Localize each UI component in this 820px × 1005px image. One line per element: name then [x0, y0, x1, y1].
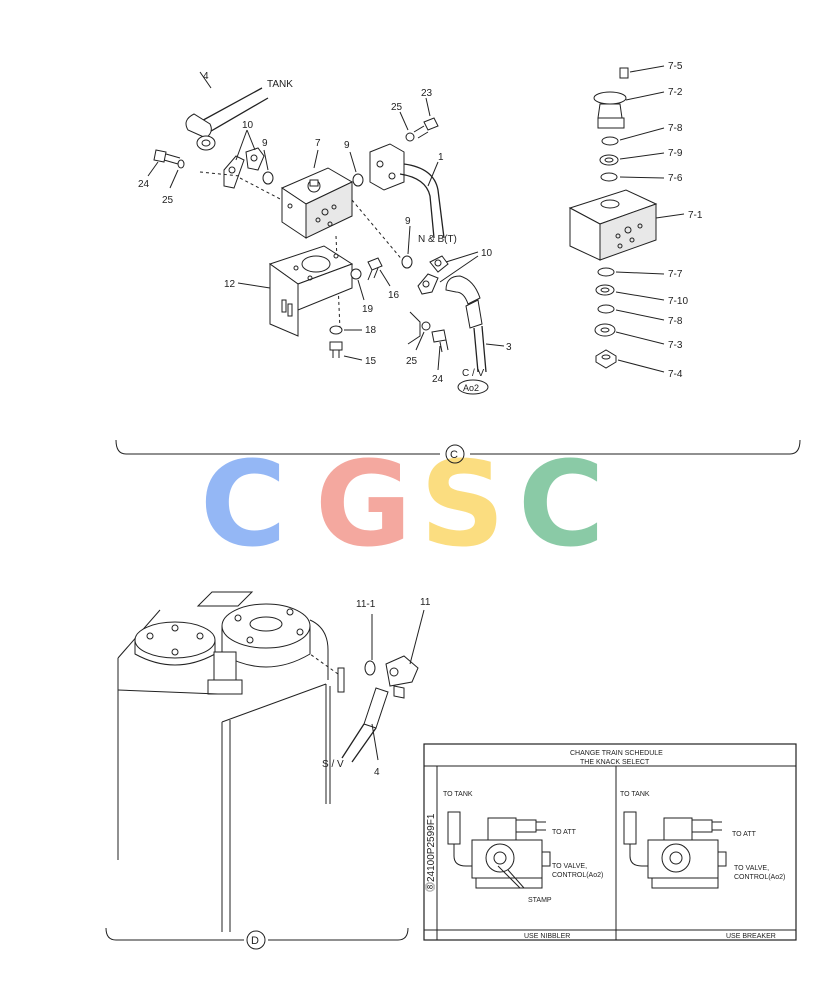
label-part-7: 7 [315, 138, 321, 149]
section-c-marker: C [450, 449, 458, 461]
label-part-4-lower: 4 [374, 767, 380, 778]
watermark-letter-c2: C [518, 435, 605, 573]
watermark-letter-g: G [315, 435, 412, 573]
o-ring-11-1 [364, 660, 376, 676]
section-d-marker: D [251, 935, 259, 947]
section-d-marker-circle [246, 930, 266, 950]
label-part-7-8-lower: 7-8 [668, 316, 683, 327]
label-part-7-9: 7-9 [668, 148, 683, 159]
label-tank: TANK [267, 79, 293, 90]
label-part-3: 3 [506, 342, 512, 353]
label-part-18: 18 [365, 325, 377, 336]
bolt-23-top [399, 97, 439, 142]
label-n-and-b: N & B(T) [418, 234, 457, 245]
valve-block-7 [280, 149, 354, 239]
ao2-oval [457, 379, 489, 395]
inset-right-footer: USE BREAKER [726, 933, 776, 940]
flange-halves-10-left [223, 129, 265, 189]
bolt-15 [329, 341, 363, 361]
section-c-assembly: 4 TANK 10 24 25 9 [115, 61, 801, 464]
inset-right-to-tank: TO TANK [620, 791, 650, 798]
label-part-7-4: 7-4 [668, 369, 683, 380]
bolt-24-left [147, 149, 185, 189]
inset-left-control: CONTROL(Ao2) [552, 872, 603, 879]
label-part-16: 16 [388, 290, 400, 301]
label-part-24-left: 24 [138, 179, 150, 190]
washer-18 [329, 325, 343, 335]
watermark: C G S C [200, 435, 605, 573]
label-part-7-8-upper: 7-8 [668, 123, 683, 134]
inset-right-to-valve: TO VALVE, [734, 865, 769, 872]
elbow-fitting-11 [385, 609, 425, 699]
washer-19 [350, 268, 362, 280]
section-c-bracket [115, 439, 801, 455]
label-part-4: 4 [203, 71, 209, 82]
inset-right-control: CONTROL(Ao2) [734, 874, 785, 881]
o-ring-9-lower [401, 255, 413, 269]
hose-4-sv [341, 687, 389, 763]
section-d-bracket [105, 927, 409, 941]
label-part-12: 12 [224, 279, 236, 290]
pipe-1-fitting [369, 143, 445, 239]
o-ring-9-left [262, 171, 274, 185]
label-part-9-left: 9 [262, 138, 268, 149]
valve-7-exploded-stack [568, 65, 685, 373]
label-part-19: 19 [362, 304, 374, 315]
inset-left-to-valve: TO VALVE, [552, 863, 587, 870]
label-part-7-10: 7-10 [668, 296, 688, 307]
inset-left-to-att: TO ATT [552, 829, 577, 836]
inset-left-to-tank: TO TANK [443, 791, 473, 798]
label-part-9-lower: 9 [405, 216, 411, 227]
label-cv: C / V [462, 368, 485, 379]
label-part-7-6: 7-6 [668, 173, 683, 184]
label-part-15: 15 [365, 356, 377, 367]
inset-right-panel: TO TANK TO ATT TO VALVE, CONTROL(Ao2) US… [620, 791, 785, 940]
label-ao2: Ao2 [463, 383, 479, 393]
inset-right-to-att: TO ATT [732, 831, 757, 838]
label-part-7-7: 7-7 [668, 269, 683, 280]
label-part-24-lower: 24 [432, 374, 444, 385]
inset-title-line1: CHANGE TRAIN SCHEDULE [570, 750, 663, 757]
label-part-10-right: 10 [481, 248, 493, 259]
o-ring-9-mid [352, 173, 364, 187]
washer-25-lower [421, 321, 431, 331]
section-c-marker-circle [445, 444, 465, 464]
bracket-12 [237, 245, 354, 337]
label-part-9-mid: 9 [344, 140, 350, 151]
bolt-16 [367, 257, 391, 287]
label-sv: S / V [322, 759, 344, 770]
inset-title-line2: THE KNACK SELECT [580, 759, 650, 766]
watermark-letter-c1: C [200, 435, 287, 573]
label-part-1: 1 [438, 152, 444, 163]
inset-side-code: ⓼24100P2599F1 [425, 813, 437, 892]
label-part-7-1: 7-1 [688, 210, 703, 221]
label-part-25-top: 25 [391, 102, 403, 113]
label-part-11-1: 11-1 [356, 599, 376, 610]
label-part-7-2: 7-2 [668, 87, 683, 98]
hose-3-elbow [445, 275, 505, 373]
label-part-25-lower: 25 [406, 356, 418, 367]
label-part-11: 11 [420, 597, 431, 608]
bolt-24-lower [431, 329, 449, 371]
inset-left-stamp: STAMP [528, 897, 552, 904]
label-part-23: 23 [421, 88, 433, 99]
flange-halves-10-right [417, 251, 479, 295]
watermark-letter-s: S [420, 435, 505, 573]
label-part-7-3: 7-3 [668, 340, 683, 351]
inset-left-footer: USE NIBBLER [524, 933, 570, 940]
label-part-10-left: 10 [242, 120, 254, 131]
hose-4-to-tank [185, 71, 269, 151]
label-part-25-left: 25 [162, 195, 174, 206]
label-part-7-5: 7-5 [668, 61, 683, 72]
knack-select-inset: CHANGE TRAIN SCHEDULE THE KNACK SELECT ⓼… [423, 743, 797, 941]
section-d-tank: 11-1 11 S / V 4 D [105, 591, 431, 950]
inset-left-panel: TO TANK TO ATT TO VALVE, CONTROL(Ao2) ST… [443, 791, 603, 940]
